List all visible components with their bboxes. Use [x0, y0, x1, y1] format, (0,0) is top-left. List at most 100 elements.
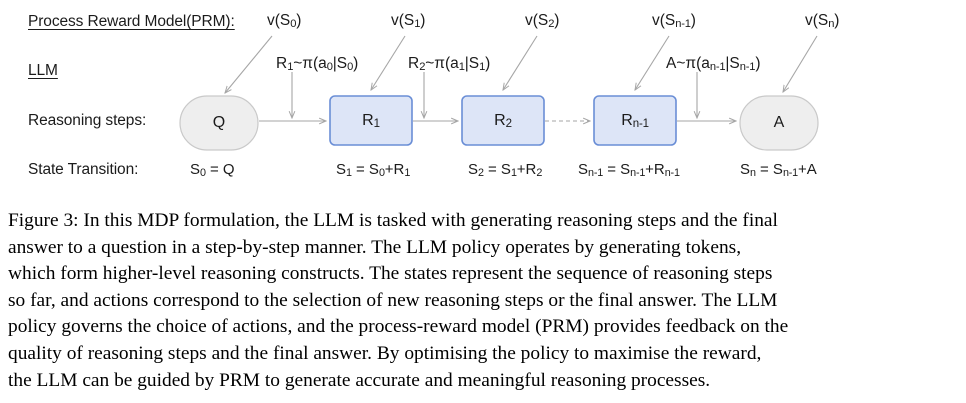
state-equation-sn-1: Sn-1 = Sn-1+Rn-1: [578, 162, 680, 179]
value-label-s2-base: v(S: [525, 12, 549, 29]
node-r1-label: R1: [330, 113, 412, 131]
state-equation-sn-tail: +A: [797, 161, 817, 178]
state-equation-s1-b-sub: 0: [378, 166, 385, 179]
state-equation-sn-1-mid: = S: [603, 161, 631, 178]
node-q-label-text: Q: [212, 114, 226, 131]
state-equation-sn-1-a: S: [578, 161, 589, 178]
node-r2: [461, 95, 545, 146]
state-equation-s2-a: S: [468, 161, 479, 178]
caption-line-6: quality of reasoning steps and the final…: [8, 341, 958, 368]
node-q: [179, 95, 259, 151]
action-label-a-head: A: [666, 55, 677, 72]
state-equation-sn-mid: = S: [755, 161, 783, 178]
node-rn-1: [593, 95, 677, 146]
state-equation-s0: S0 = Q: [190, 162, 235, 179]
state-equation-s0-a-sub: 0: [200, 166, 206, 179]
action-label-a-mid-sub: n-1: [709, 61, 726, 73]
value-label-sn-1-base: v(S: [652, 12, 676, 29]
state-equation-sn-a-sub: n: [750, 166, 756, 179]
action-label-r1-head: R: [276, 55, 288, 72]
node-rn-1-label: Rn-1: [594, 113, 676, 131]
node-q-label: Q: [180, 115, 258, 131]
figure-diagram: Process Reward Model(PRM): LLM Reasoning…: [0, 0, 966, 200]
value-label-s0-sub: 0: [290, 18, 297, 30]
node-a: [739, 95, 819, 151]
action-label-r2-mid: ~π(a: [425, 55, 459, 72]
node-a-label: A: [740, 115, 818, 131]
caption-line-6-text: quality of reasoning steps and the final…: [8, 342, 762, 364]
action-label-r2: R2~π(a1|S1): [408, 56, 490, 73]
action-label-r1-mid: ~π(a: [293, 55, 327, 72]
node-rn-1-label-text: R: [621, 112, 633, 129]
prm-arrow-s2: [503, 35, 538, 90]
value-label-sn-tail: ): [834, 12, 840, 29]
caption-line-1: Figure 3: In this MDP formulation, the L…: [8, 208, 958, 235]
value-label-s1-sub: 1: [414, 18, 421, 30]
value-label-s0: v(S0): [267, 13, 301, 30]
value-label-sn-1: v(Sn-1): [652, 13, 696, 30]
node-r1: [329, 95, 413, 146]
caption-line-2-text: answer to a question in a step-by-step m…: [8, 236, 742, 258]
state-equation-s1-tail: +R: [384, 161, 405, 178]
caption-line-5: policy governs the choice of actions, an…: [8, 314, 958, 341]
value-label-s2-tail: ): [554, 12, 560, 29]
state-equation-s2-a-sub: 2: [478, 166, 484, 179]
value-label-sn: v(Sn): [805, 13, 839, 30]
state-equation-s1-a-sub: 1: [346, 166, 352, 179]
caption-line-7: the LLM can be guided by PRM to generate…: [8, 368, 958, 395]
value-label-sn-1-tail: ): [690, 12, 696, 29]
action-label-a-bar-sub: n-1: [739, 61, 756, 73]
row-label-reasoning-steps: Reasoning steps:: [28, 112, 147, 129]
prm-arrow-s0: [225, 35, 273, 93]
row-label-state-transition: State Transition:: [28, 161, 139, 178]
action-label-r2-tail: ): [485, 55, 491, 72]
state-equation-sn-1-tail: +R: [645, 161, 665, 178]
action-label-a-bar: |S: [725, 55, 740, 72]
value-label-s2: v(S2): [525, 13, 559, 30]
state-equation-s1-a: S: [336, 161, 347, 178]
action-label-r1: R1~π(a0|S0): [276, 56, 358, 73]
action-label-r1-bar: |S: [332, 55, 348, 72]
value-label-s1-base: v(S: [391, 12, 415, 29]
value-label-s2-sub: 2: [548, 18, 555, 30]
figure-caption: Figure 3: In this MDP formulation, the L…: [8, 208, 958, 394]
state-equation-s1: S1 = S0+R1: [336, 162, 410, 179]
action-label-r2-bar: |S: [464, 55, 480, 72]
action-label-r1-mid-sub: 0: [326, 61, 333, 73]
state-equation-s0-mid: = Q: [205, 161, 235, 178]
state-equation-s2-tail-sub: 2: [536, 166, 543, 179]
row-label-prm: Process Reward Model(PRM):: [28, 13, 235, 30]
node-r2-label-sub: 2: [505, 118, 512, 131]
diagram-canvas: [179, 35, 819, 151]
state-equation-s1-mid: = S: [351, 161, 379, 178]
state-equation-s2: S2 = S1+R2: [468, 162, 542, 179]
value-label-s1: v(S1): [391, 13, 425, 30]
action-label-r2-mid-sub: 1: [458, 61, 465, 73]
state-equation-s2-tail: +R: [516, 161, 537, 178]
node-r1-label-text: R: [362, 112, 374, 129]
state-equation-s2-mid: = S: [483, 161, 511, 178]
caption-line-3: which form higher-level reasoning constr…: [8, 261, 958, 288]
row-label-llm: LLM: [28, 62, 58, 79]
caption-line-7-text: the LLM can be guided by PRM to generate…: [8, 369, 711, 391]
state-equation-sn: Sn = Sn-1+A: [740, 162, 817, 179]
state-equation-sn-a: S: [740, 161, 751, 178]
value-label-sn-sub: n: [828, 18, 835, 30]
prm-arrow-sn-1: [635, 35, 670, 90]
action-label-a: A~π(an-1|Sn-1): [666, 56, 760, 73]
caption-line-4: so far, and actions correspond to the se…: [8, 288, 958, 315]
caption-line-5-text: policy governs the choice of actions, an…: [8, 316, 789, 338]
state-equation-s2-b-sub: 1: [510, 166, 517, 179]
node-a-label-text: A: [773, 114, 785, 131]
value-label-s1-tail: ): [420, 12, 426, 29]
action-label-r2-head-sub: 2: [419, 61, 426, 73]
node-r2-label: R2: [462, 113, 544, 131]
value-label-sn-1-sub: n-1: [675, 18, 691, 30]
value-label-s0-base: v(S: [267, 12, 291, 29]
caption-line-3-text: which form higher-level reasoning constr…: [8, 263, 773, 285]
action-label-a-tail: ): [755, 55, 761, 72]
state-equation-sn-1-tail-sub: n-1: [664, 166, 680, 179]
action-label-r2-head: R: [408, 55, 420, 72]
action-label-r1-tail: ): [353, 55, 359, 72]
caption-line-2: answer to a question in a step-by-step m…: [8, 235, 958, 262]
